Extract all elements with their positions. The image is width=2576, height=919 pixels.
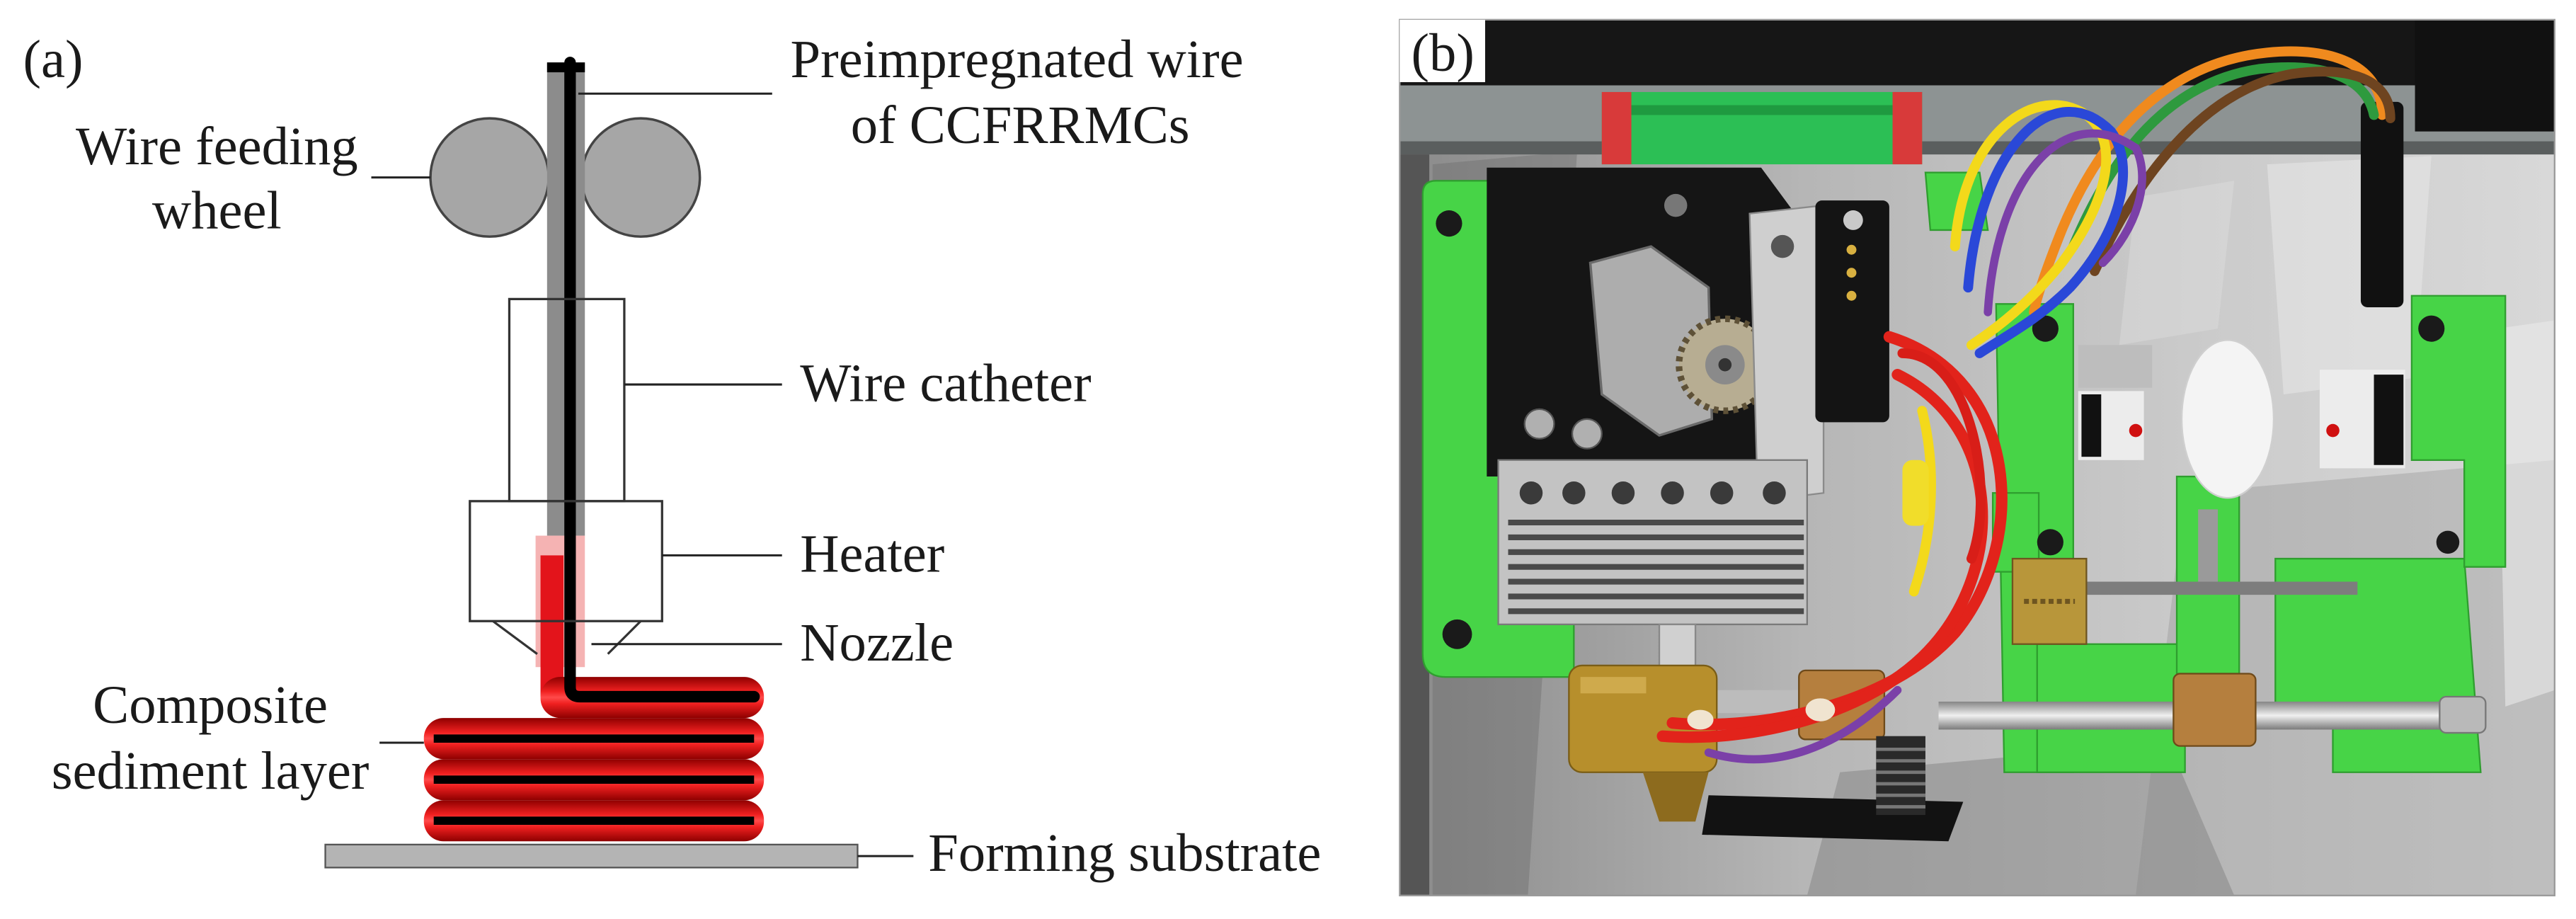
composite-sediment-layers — [423, 718, 765, 842]
extruder-screw — [1523, 408, 1555, 440]
panel-b-border — [1399, 18, 2555, 896]
bracket-screw — [2436, 530, 2460, 554]
drive-gear-center — [1718, 358, 1732, 372]
switch-led — [2129, 423, 2143, 438]
forming-substrate — [324, 843, 859, 869]
label-wire-feeding-wheel-1: Wire feeding — [76, 116, 358, 176]
mount-hole — [1770, 234, 1794, 258]
label-preimpregnated-wire-2: of CCFRRMCs — [851, 95, 1190, 155]
fiber-core — [564, 57, 760, 703]
guide-rod-end — [2439, 695, 2487, 734]
limit-switch-left-body — [2081, 394, 2102, 457]
pin-connector — [1815, 200, 1889, 423]
printer-frame-top — [1399, 19, 2555, 86]
label-preimpregnated-wire-1: Preimpregnated wire — [791, 29, 1244, 89]
label-composite-layer-2: sediment layer — [52, 741, 370, 801]
nozzle-tip — [1642, 772, 1709, 822]
bracket-screw — [2037, 529, 2063, 556]
heater — [469, 500, 663, 622]
panel-a-schematic: (a) — [23, 29, 1322, 883]
bracket-hole — [1436, 210, 1462, 237]
connector-screw — [1843, 210, 1863, 230]
panel-a-label: (a) — [23, 29, 84, 89]
extruder-screw — [1571, 418, 1603, 450]
nozzle-shaft — [1708, 690, 1807, 714]
frame-right-dark — [2415, 19, 2555, 132]
panel-b-label: (b) — [1412, 23, 1475, 83]
label-nozzle: Nozzle — [800, 612, 954, 673]
connector-pin — [1846, 244, 1857, 255]
switch-led — [2326, 423, 2340, 438]
connector-pin — [1846, 290, 1857, 301]
spring — [1876, 736, 1925, 816]
wire-feeding-wheel-left — [429, 117, 550, 238]
panel-b-label-box — [1399, 19, 1485, 83]
wire-feeding-wheel-right — [580, 117, 702, 238]
metal-mount — [1748, 204, 1825, 503]
wire-housing-right — [2360, 101, 2404, 307]
impregnated-strand-vertical — [540, 555, 564, 697]
limit-switch-right-body — [2374, 375, 2404, 465]
label-wire-catheter: Wire catheter — [800, 353, 1091, 413]
linear-guide-block — [1601, 91, 1923, 165]
label-composite-layer-1: Composite — [93, 675, 328, 735]
green-bracket-upper — [1924, 171, 1989, 232]
brass-bushing-mid — [2173, 673, 2257, 747]
label-wire-feeding-wheel-2: wheel — [152, 181, 282, 241]
white-foam-pad — [2180, 339, 2275, 499]
bracket-screw — [2032, 315, 2059, 342]
nozzle — [492, 620, 538, 655]
switch-mount — [2078, 345, 2153, 388]
label-heater: Heater — [800, 524, 944, 584]
wiring-harness — [1656, 46, 2395, 764]
connector-pin — [1846, 268, 1857, 278]
bracket-hole — [1442, 619, 1472, 649]
heater-block-highlight — [1580, 677, 1647, 694]
green-bracket-right — [2410, 295, 2507, 568]
extruder-screw — [1664, 193, 1688, 217]
label-forming-substrate: Forming substrate — [928, 823, 1321, 883]
heatsink — [1497, 459, 1809, 626]
nozzle-right-edge — [607, 620, 642, 655]
threaded-rod — [2053, 581, 2358, 595]
idler-lever — [1588, 245, 1714, 437]
green-frame-slot — [2198, 509, 2219, 583]
panel-b-photo — [1399, 19, 2555, 896]
bracket-screw — [2418, 315, 2445, 342]
